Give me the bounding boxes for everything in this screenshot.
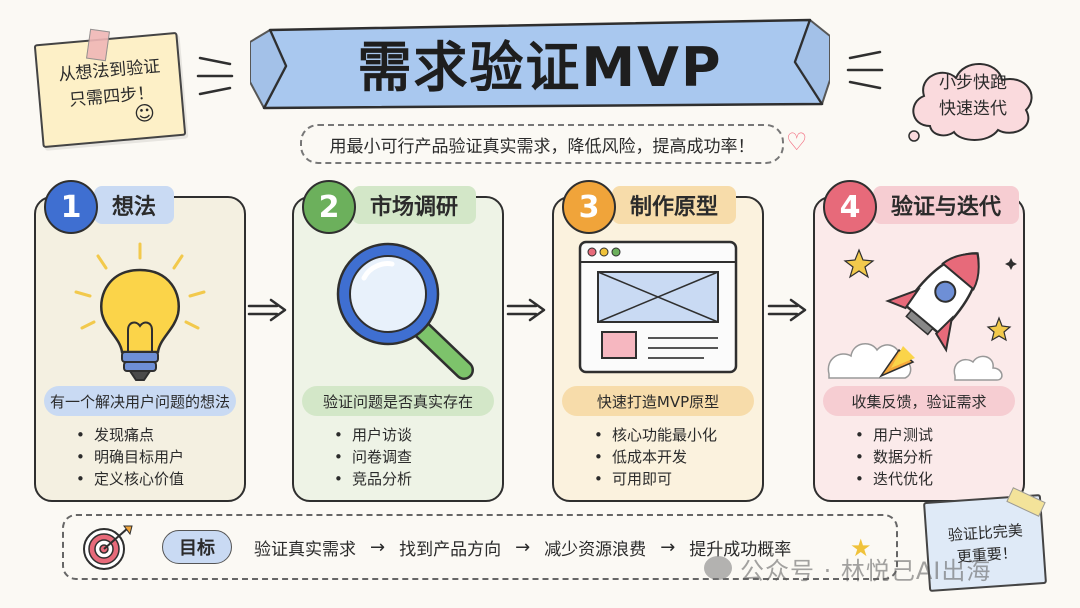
subtitle: 用最小可行产品验证真实需求，降低风险，提高成功率！: [300, 124, 784, 164]
list-item: 问卷调查: [334, 446, 412, 468]
watermark-text: 公众号 · 林悦己AI出海: [740, 556, 992, 585]
list-item: 明确目标用户: [76, 446, 184, 468]
list-item: 竞品分析: [334, 468, 412, 490]
list-item: 迭代优化: [855, 468, 933, 490]
goal-separator: →: [370, 536, 386, 558]
step-number-badge: 2: [302, 180, 356, 234]
step-card-4: 4 验证与迭代 收集反馈，验证需求 用户测试 数据分析 迭代优化: [813, 180, 1025, 502]
arrow-right-icon: [767, 298, 807, 322]
rocket-icon: [827, 248, 1017, 381]
cloud-line2: 快速迭代: [939, 99, 1007, 119]
list-item: 用户访谈: [334, 424, 412, 446]
list-item: 低成本开发: [594, 446, 717, 468]
banner-deco-lines-left: [196, 56, 234, 96]
step-number-badge: 4: [823, 180, 877, 234]
heart-icon: ♡: [786, 128, 808, 156]
list-item: 发现痛点: [76, 424, 184, 446]
title-banner: [250, 18, 830, 110]
step-card-3: 3 制作原型 快速打造MVP原型 核心功能最小化 低成本开发 可用即可: [552, 180, 764, 502]
step-summary: 收集反馈，验证需求: [823, 386, 1015, 416]
sticky-note-text: 从想法到验证 只需四步！: [47, 53, 173, 115]
list-item: 核心功能最小化: [594, 424, 717, 446]
goal-step: 减少资源浪费: [544, 539, 647, 560]
step-summary: 验证问题是否真实存在: [302, 386, 494, 416]
goal-separator: →: [660, 536, 676, 558]
wireframe-icon: [578, 240, 738, 374]
banner-deco-lines-right: [846, 50, 884, 90]
arrow-right-icon: [247, 298, 287, 322]
step-bullets: 核心功能最小化 低成本开发 可用即可: [594, 424, 717, 490]
cloud-bubble: [908, 63, 1033, 142]
list-item: 数据分析: [855, 446, 933, 468]
goal-step: 找到产品方向: [399, 539, 502, 560]
goal-step: 验证真实需求: [254, 539, 356, 560]
step-number-badge: 3: [562, 180, 616, 234]
goal-step: 提升成功概率: [689, 539, 792, 560]
step-title: 想法: [94, 186, 175, 224]
star-icon: ★: [850, 534, 872, 562]
target-icon: [83, 525, 133, 570]
lightbulb-icon: [74, 242, 206, 381]
page-title: 需求验证MVP: [357, 35, 723, 99]
step-card-2: 2 市场调研 验证问题是否真实存在 用户访谈 问卷调查 竞品分析: [292, 180, 504, 502]
watermark: 公众号 · 林悦己AI出海: [704, 552, 992, 585]
magnifier-icon: [336, 242, 474, 380]
list-item: 用户测试: [855, 424, 933, 446]
goal-label: 目标: [162, 530, 232, 564]
step-title: 市场调研: [352, 186, 477, 224]
step-card-1: 1 想法 有一个解决用户问题的想法 发现痛点 明确目标用户 定义核心价值: [34, 180, 246, 502]
step-title: 制作原型: [612, 186, 737, 224]
tape-decoration: [86, 28, 110, 62]
list-item: 定义核心价值: [76, 468, 184, 490]
step-bullets: 用户访谈 问卷调查 竞品分析: [334, 424, 412, 490]
goal-separator: →: [515, 536, 531, 558]
step-title: 验证与迭代: [873, 186, 1020, 224]
step-number-badge: 1: [44, 180, 98, 234]
goal-steps: 验证真实需求 → 找到产品方向 → 减少资源浪费 → 提升成功概率: [254, 530, 791, 564]
smiley-icon: ☺: [133, 100, 157, 126]
step-summary: 有一个解决用户问题的想法: [44, 386, 236, 416]
subtitle-text: 用最小可行产品验证真实需求，降低风险，提高成功率！: [329, 136, 755, 157]
step-bullets: 发现痛点 明确目标用户 定义核心价值: [76, 424, 184, 490]
cloud-text: 小步快跑 快速迭代: [918, 70, 1028, 122]
list-item: 可用即可: [594, 468, 717, 490]
arrow-right-icon: [506, 298, 546, 322]
sticky-note: 从想法到验证 只需四步！ ☺: [33, 31, 187, 149]
cloud-line1: 小步快跑: [939, 73, 1007, 93]
goal-bar: [62, 514, 898, 580]
step-bullets: 用户测试 数据分析 迭代优化: [855, 424, 933, 490]
step-summary: 快速打造MVP原型: [562, 386, 754, 416]
wechat-icon: [704, 556, 732, 580]
